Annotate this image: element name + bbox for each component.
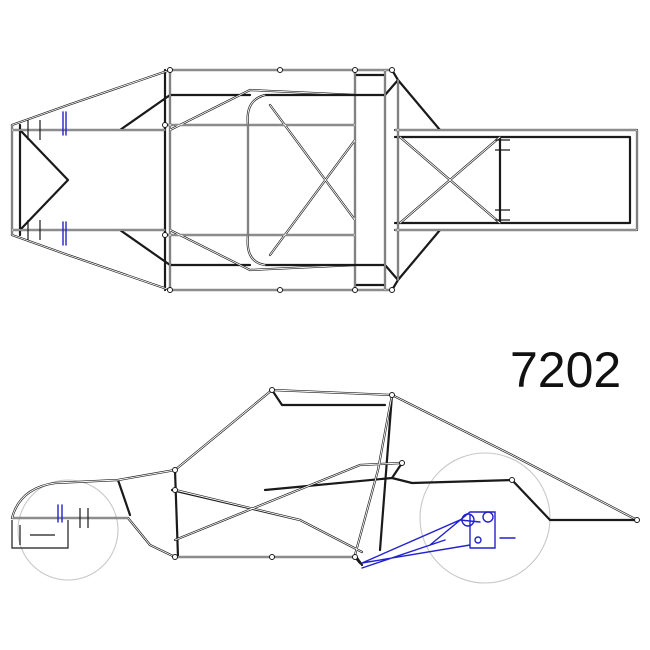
front-wheel-outline <box>17 479 119 581</box>
top-view-suspension <box>62 111 67 246</box>
rear-wheel-outline <box>419 452 551 584</box>
side-view-suspension <box>57 504 516 569</box>
side-view <box>10 387 640 584</box>
top-view <box>10 67 639 293</box>
top-view-frame <box>10 68 639 292</box>
side-view-nodes <box>172 387 640 560</box>
side-view-frame <box>10 388 639 567</box>
part-number: 7202 <box>510 342 621 398</box>
top-view-nodes <box>162 67 395 293</box>
side-view-wheels <box>17 452 551 584</box>
